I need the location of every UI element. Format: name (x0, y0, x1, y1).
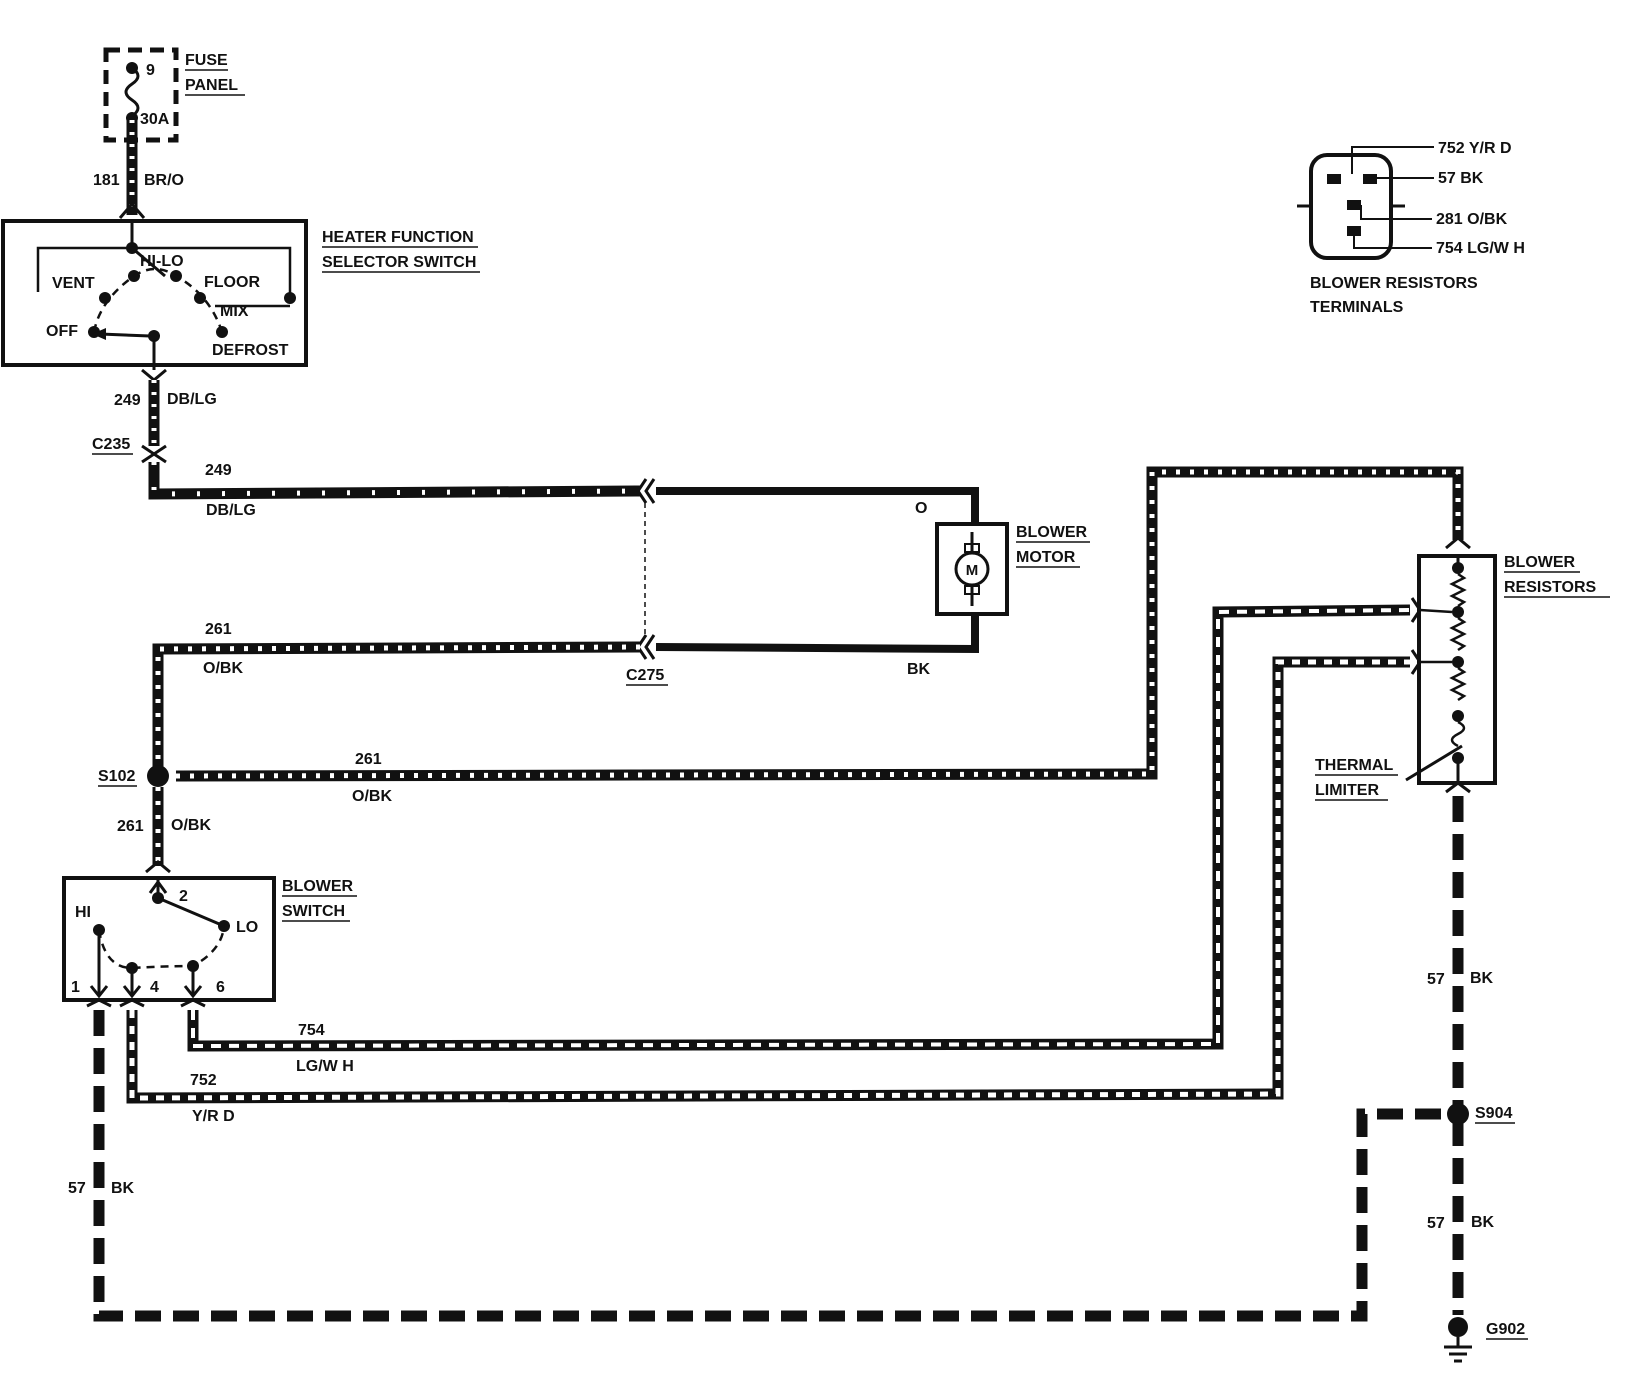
blower-terminal-1: 1 (71, 979, 80, 996)
wire-57-lower-right-color: BK (1471, 1214, 1495, 1231)
blower-pos-lo: LO (236, 919, 258, 936)
wire-181-color: BR/O (144, 172, 184, 189)
connector-c275: C275 (626, 478, 668, 686)
motor-feed-wire (656, 487, 979, 524)
wire-261-lower: 261 O/BK (117, 787, 211, 874)
wire-57-left-color: BK (111, 1180, 135, 1197)
wire-754-circuit: 754 (298, 1022, 325, 1039)
terminal-pin-752: 752 Y/R D (1438, 140, 1512, 157)
heater-switch-title-2: SELECTOR SWITCH (322, 254, 476, 271)
terminal-pin-57: 57 BK (1438, 170, 1484, 187)
wire-57-upper-right-color: BK (1470, 970, 1494, 987)
wire-752-color: Y/R D (192, 1108, 235, 1125)
splice-s102: S102 261 O/BK (98, 466, 1464, 805)
splice-s904-label: S904 (1475, 1105, 1512, 1122)
connector-c235: C235 (92, 436, 167, 464)
wire-754: 754 LG/W H (187, 604, 1411, 1075)
connector-c235-label: C235 (92, 436, 130, 453)
wire-261-mid (175, 466, 1464, 782)
motor-feed-color: O (915, 500, 927, 517)
fuse-element (124, 66, 140, 118)
fuse-panel-title-1: FUSE (185, 52, 228, 69)
blower-switch: HI LO 2 1 4 6 BLOWER SWITCH (62, 876, 357, 1008)
wire-57-right: 57 BK 57 BK (1427, 796, 1495, 1315)
splice-s904-dot (1447, 1103, 1469, 1125)
blower-resistors-title-2: RESISTORS (1504, 579, 1597, 596)
blower-terminal-4: 4 (150, 979, 159, 996)
fuse-panel-outline (103, 47, 179, 143)
wire-57-left-circuit: 57 (68, 1180, 86, 1197)
wire-57-lower-right-circuit: 57 (1427, 1215, 1445, 1232)
blower-switch-title-1: BLOWER (282, 878, 354, 895)
wire-261-lower-color: O/BK (171, 817, 211, 834)
wire-249-top: 249 DB/LG (114, 368, 217, 446)
blower-motor-title-1: BLOWER (1016, 524, 1088, 541)
ground-g902-label: G902 (1486, 1321, 1525, 1338)
splice-s904: S904 (1447, 1103, 1515, 1125)
terminal-pin-281: 281 O/BK (1436, 211, 1508, 228)
wire-261-mid-color: O/BK (352, 788, 392, 805)
wire-249-run-color: DB/LG (206, 502, 256, 519)
heater-pos-floor: FLOOR (204, 274, 260, 291)
resistor-terminals-view: 752 Y/R D 57 BK 281 O/BK 754 LG/W H BLOW… (1297, 140, 1525, 316)
wire-57-left: 57 BK (68, 1010, 1445, 1322)
blower-pos-hi: HI (75, 904, 91, 921)
wire-249-run-circuit: 249 (205, 462, 232, 479)
terminals-title-1: BLOWER RESISTORS (1310, 275, 1478, 292)
wire-181-circuit: 181 (93, 172, 120, 189)
blower-resistors: BLOWER RESISTORS THERMAL LIMITER (1315, 536, 1610, 801)
blower-switch-box (62, 876, 276, 1002)
heater-pos-hilo: HI-LO (140, 253, 184, 270)
wire-261-upper: 261 O/BK (152, 621, 641, 776)
wire-249-top-color: DB/LG (167, 391, 217, 408)
motor-return-wire (655, 614, 979, 654)
wire-249-top-circuit: 249 (114, 392, 141, 409)
blower-motor-title-2: MOTOR (1016, 549, 1076, 566)
heater-function-selector-switch: HI-LO VENT FLOOR MIX OFF DEFROST HEATER … (1, 219, 480, 370)
wire-57-upper-right-circuit: 57 (1427, 971, 1445, 988)
wire-261-upper-color: O/BK (203, 660, 243, 677)
fuse-top-node (126, 62, 138, 74)
splice-s102-label: S102 (98, 768, 135, 785)
terminals-title-2: TERMINALS (1310, 299, 1404, 316)
motor-return-color: BK (907, 661, 931, 678)
blower-motor: O M BK BLOWER MOTOR (655, 487, 1090, 678)
wire-752: 752 Y/R D (126, 656, 1410, 1125)
wire-752-circuit: 752 (190, 1072, 217, 1089)
heater-pos-off: OFF (46, 323, 78, 340)
fuse-number: 9 (146, 62, 155, 79)
splice-s102-dot (147, 765, 169, 787)
heater-pos-defrost: DEFROST (212, 342, 289, 359)
wire-261-upper-circuit: 261 (205, 621, 232, 638)
blower-terminal-2: 2 (179, 888, 188, 905)
thermal-limiter-title-2: LIMITER (1315, 782, 1379, 799)
ground-g902: G902 (1444, 1317, 1528, 1363)
thermal-limiter-title-1: THERMAL (1315, 757, 1393, 774)
fuse-panel-title-2: PANEL (185, 77, 238, 94)
wire-261-mid-circuit: 261 (355, 751, 382, 768)
motor-symbol: M (966, 562, 979, 579)
fuse-rating: 30A (140, 111, 170, 128)
terminal-pin-754: 754 LG/W H (1436, 240, 1525, 257)
wire-261-lower-circuit: 261 (117, 818, 144, 835)
blower-switch-title-2: SWITCH (282, 903, 345, 920)
wire-754-color: LG/W H (296, 1058, 354, 1075)
heater-switch-title-1: HEATER FUNCTION (322, 229, 474, 246)
heater-pos-vent: VENT (52, 275, 95, 292)
wire-181: 181 BR/O (93, 120, 184, 219)
blower-resistors-title-1: BLOWER (1504, 554, 1576, 571)
wire-249-run: 249 DB/LG (148, 462, 641, 519)
blower-terminal-6: 6 (216, 979, 225, 996)
connector-c275-label: C275 (626, 667, 664, 684)
heater-pos-mix: MIX (220, 303, 249, 320)
